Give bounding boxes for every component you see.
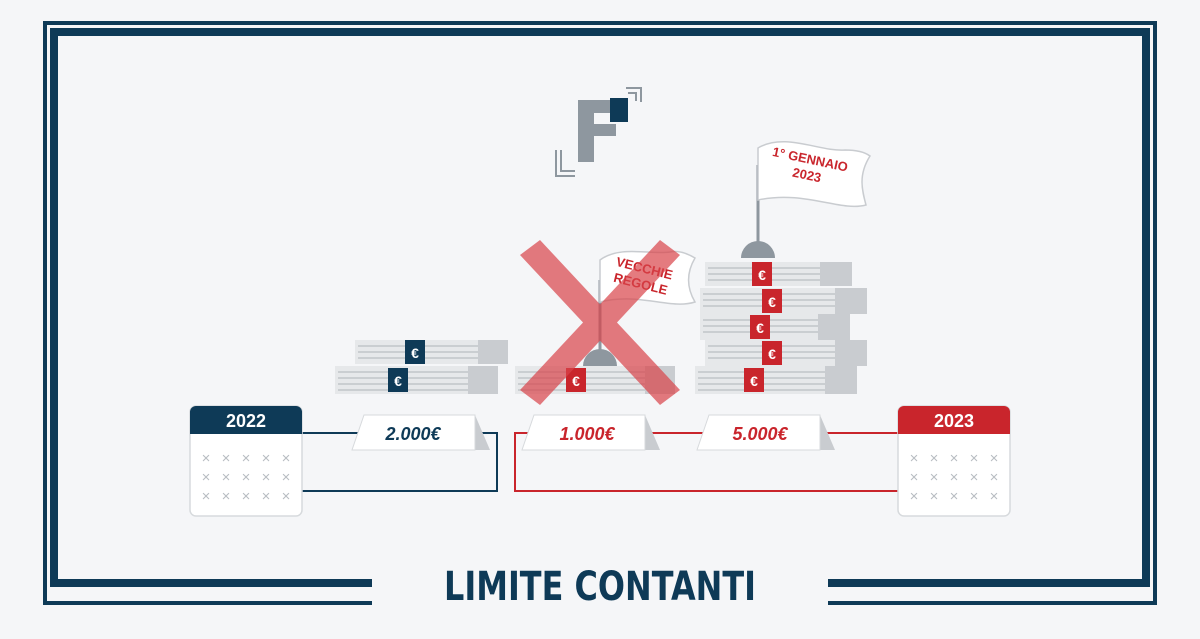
calendar-day-mark: ×: [202, 469, 211, 486]
calendar-day-marks: × × × × × × × × × × × × × × ×: [202, 450, 291, 505]
calendar-day-mark: ×: [282, 469, 291, 486]
calendar-day-marks: × × × × × × × × × × × × × × ×: [910, 450, 999, 505]
euro-icon: €: [768, 294, 776, 310]
calendar-day-mark: ×: [282, 450, 291, 467]
calendar-day-mark: ×: [950, 488, 959, 505]
amount-tag-2022: 2.000€: [351, 414, 490, 451]
amount-old: 1.000€: [559, 424, 615, 444]
calendar-day-mark: ×: [282, 488, 291, 505]
calendar-day-mark: ×: [990, 450, 999, 467]
calendar-day-mark: ×: [910, 450, 919, 467]
calendar-year-2023: 2023: [934, 411, 974, 431]
amount-2023: 5.000€: [732, 424, 788, 444]
logo: [555, 87, 642, 177]
calendar-year-2022: 2022: [226, 411, 266, 431]
amount-2022: 2.000€: [384, 424, 441, 444]
cross-out-icon: [520, 240, 680, 405]
calendar-day-mark: ×: [262, 488, 271, 505]
amount-tag-2023: 5.000€: [696, 414, 835, 451]
calendar-day-mark: ×: [970, 450, 979, 467]
calendar-day-mark: ×: [950, 469, 959, 486]
new-rules-flag-line2: 2023: [791, 165, 822, 186]
calendar-day-mark: ×: [990, 469, 999, 486]
amount-tag-old: 1.000€: [521, 414, 660, 451]
calendar-day-mark: ×: [242, 488, 251, 505]
calendar-day-mark: ×: [970, 488, 979, 505]
double-frame: [43, 21, 1157, 605]
calendar-day-mark: ×: [222, 488, 231, 505]
calendar-2022: 2022 × × × × × × × × × × × × × × ×: [189, 405, 303, 517]
calendar-day-mark: ×: [262, 469, 271, 486]
calendar-day-mark: ×: [262, 450, 271, 467]
connector-2022: [300, 432, 498, 492]
calendar-day-mark: ×: [202, 450, 211, 467]
calendar-day-mark: ×: [970, 469, 979, 486]
calendar-day-mark: ×: [990, 488, 999, 505]
euro-icon: €: [572, 373, 580, 389]
cash-stack-old: € VECCHIE REGOLE: [515, 240, 697, 405]
euro-icon: €: [750, 373, 758, 389]
euro-icon: €: [756, 320, 764, 336]
euro-icon: €: [768, 346, 776, 362]
euro-icon: €: [394, 373, 402, 389]
calendar-day-mark: ×: [930, 450, 939, 467]
calendar-day-mark: ×: [930, 469, 939, 486]
connector-2023: [514, 432, 900, 492]
euro-icon: €: [758, 267, 766, 283]
calendar-day-mark: ×: [222, 450, 231, 467]
euro-icon: €: [411, 345, 419, 361]
calendar-day-mark: ×: [910, 488, 919, 505]
calendar-day-mark: ×: [202, 488, 211, 505]
page-title: LIMITE CONTANTI: [444, 564, 756, 610]
calendar-day-mark: ×: [222, 469, 231, 486]
calendar-day-mark: ×: [242, 450, 251, 467]
cash-stack-2023: € € € € € 1° GENNAIO 2023: [695, 141, 872, 394]
cash-stack-2022: € €: [335, 340, 508, 394]
calendar-day-mark: ×: [950, 450, 959, 467]
calendar-day-mark: ×: [242, 469, 251, 486]
calendar-day-mark: ×: [930, 488, 939, 505]
calendar-2023: 2023 × × × × × × × × × × × × × × ×: [897, 405, 1011, 517]
calendar-day-mark: ×: [910, 469, 919, 486]
